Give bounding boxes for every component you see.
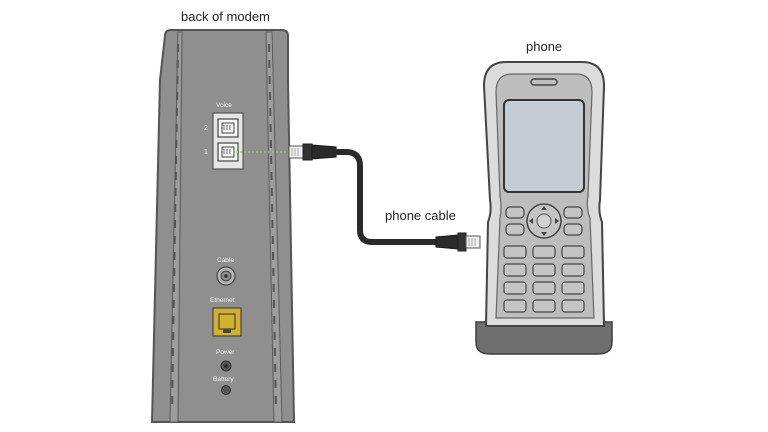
battery-port-label: Battery	[213, 376, 234, 383]
cable-caption: phone cable	[385, 208, 456, 223]
phone-screen	[503, 99, 585, 193]
nav-left-icon	[529, 218, 533, 224]
modem-icon: Voice 2 1 Cable	[150, 29, 296, 423]
phone-cable-icon	[333, 149, 439, 245]
modem-caption: back of modem	[181, 9, 270, 24]
coax-port[interactable]	[216, 266, 236, 286]
voice-port-number-1: 1	[204, 149, 208, 156]
nav-up-icon	[541, 206, 547, 210]
nav-down-icon	[541, 232, 547, 236]
battery-port[interactable]	[221, 385, 231, 395]
power-port[interactable]	[220, 360, 232, 372]
cordless-phone-icon	[475, 61, 613, 355]
modem-body	[150, 29, 296, 423]
rj11-connector-phone-icon[interactable]	[435, 232, 481, 252]
modem-right-vent	[268, 43, 277, 411]
rj11-connector-icon[interactable]	[288, 143, 337, 161]
power-port-label: Power	[216, 349, 235, 356]
modem-left-vent	[171, 43, 179, 411]
cable-port-label: Cable	[217, 257, 234, 264]
earpiece	[530, 78, 558, 86]
ethernet-port-label: Ethernet	[210, 297, 235, 304]
nav-right-icon	[555, 218, 559, 224]
keypad[interactable]	[503, 245, 585, 313]
voice-label: Voice	[216, 102, 232, 109]
navigation-pad[interactable]	[526, 203, 562, 239]
soft-keys[interactable]	[505, 206, 583, 236]
phone-base	[475, 321, 613, 355]
ethernet-port[interactable]	[212, 307, 242, 337]
voice-port-2[interactable]	[217, 118, 239, 138]
voice-port-1[interactable]	[217, 142, 239, 162]
phone-caption: phone	[526, 39, 563, 54]
voice-port-number-2: 2	[204, 125, 208, 132]
